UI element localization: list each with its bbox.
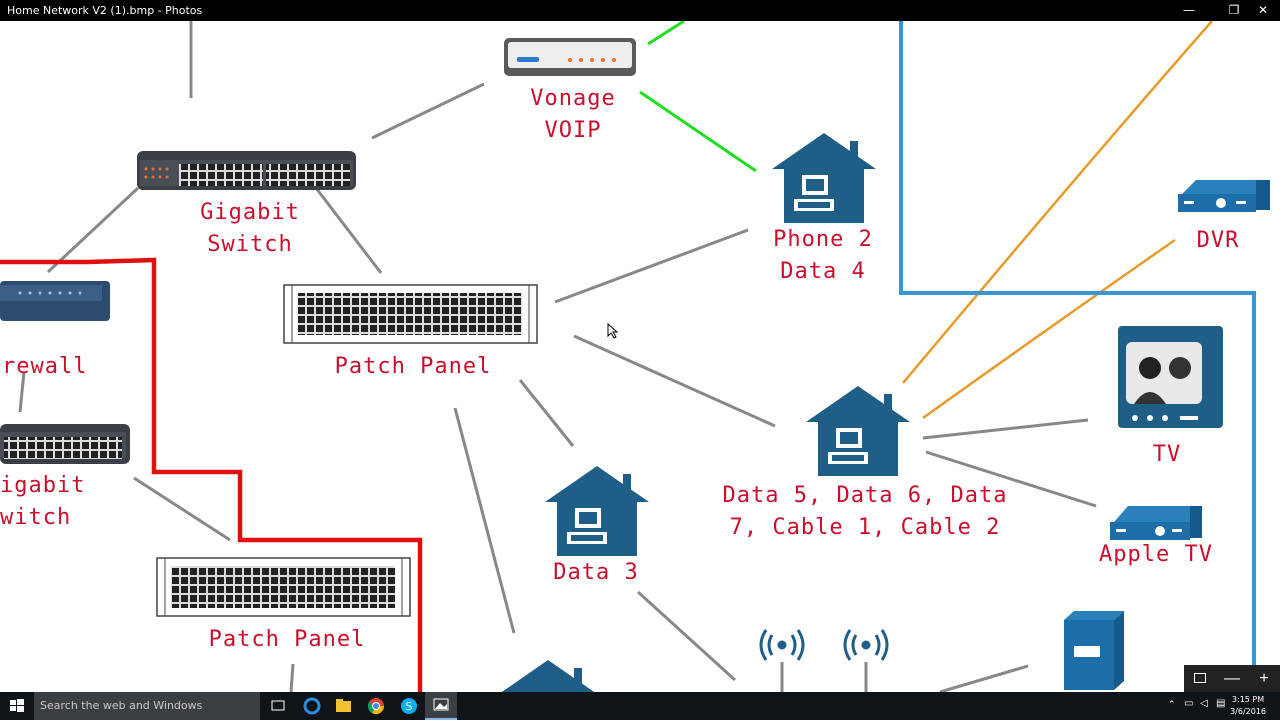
link-line xyxy=(939,664,1029,692)
network-diagram xyxy=(0,21,1270,692)
server-icon xyxy=(1064,611,1124,690)
vonage-device-icon xyxy=(504,38,636,76)
clock-time: 3:15 PM xyxy=(1231,695,1265,704)
firewall-icon xyxy=(0,281,110,321)
link-line xyxy=(46,186,140,274)
mouse-cursor-icon xyxy=(607,323,619,339)
svg-text:S: S xyxy=(406,700,413,713)
link-line xyxy=(371,82,485,140)
phone2-data4-label: Phone 2 Data 4 xyxy=(773,227,873,284)
link-line xyxy=(573,334,776,428)
link-line xyxy=(453,407,516,634)
tv-label: TV xyxy=(1152,442,1182,467)
image-viewer[interactable]: Vonage VOIP Gigabit Switch Phone 2 Data … xyxy=(0,21,1280,692)
patch-panel-bottom-label: Patch Panel xyxy=(208,627,366,652)
link-line xyxy=(925,450,1097,508)
clock-date: 3/6/2016 xyxy=(1230,707,1266,716)
data3-label: Data 3 xyxy=(553,560,639,585)
blue-cable-line xyxy=(899,21,1256,692)
fit-icon[interactable] xyxy=(1184,665,1216,692)
link-line xyxy=(314,187,383,274)
firewall-label: rewall xyxy=(2,354,88,379)
message-icon[interactable]: ▤ xyxy=(1216,698,1226,709)
zoom-in-icon[interactable]: + xyxy=(1259,670,1269,687)
data-group-label: Data 5, Data 6, Data 7, Cable 1, Cable 2 xyxy=(722,483,1008,540)
zoom-controls: — + xyxy=(1184,665,1280,692)
clock[interactable]: 3:15 PM 3/6/2016 xyxy=(1230,694,1266,718)
patch-panel-top-label: Patch Panel xyxy=(334,354,492,379)
link-line xyxy=(133,476,231,542)
link-line xyxy=(636,590,737,682)
gigabit-switch-icon xyxy=(137,151,356,190)
link-line xyxy=(289,663,295,692)
gigabit-switch-left-label: igabit witch xyxy=(0,473,86,530)
chrome-icon[interactable] xyxy=(360,692,392,720)
dvr-icon xyxy=(1178,180,1270,212)
skype-icon[interactable]: S xyxy=(393,692,425,720)
volume-icon[interactable]: ◁ xyxy=(1200,698,1208,709)
file-explorer-icon[interactable] xyxy=(327,692,359,720)
search-box[interactable]: Search the web and Windows xyxy=(34,692,260,720)
title-bar: Home Network V2 (1).bmp - Photos — ❐ ✕ xyxy=(0,0,1280,21)
patch-panel-icon xyxy=(283,284,538,344)
taskbar: Search the web and Windows S ⌃ ▭ ◁ ▤ 3:1… xyxy=(0,692,1280,720)
link-line xyxy=(922,418,1089,440)
zoom-out-icon[interactable]: — xyxy=(1224,670,1240,687)
restore-button[interactable]: ❐ xyxy=(1228,3,1240,17)
link-line xyxy=(554,228,749,304)
wireless-icon xyxy=(759,629,805,661)
voip-line xyxy=(639,90,757,173)
search-placeholder: Search the web and Windows xyxy=(40,699,203,712)
patch-panel-icon xyxy=(156,557,411,617)
tray-chevron-icon[interactable]: ⌃ xyxy=(1168,699,1176,709)
network-icon[interactable]: ▭ xyxy=(1184,698,1194,709)
link-line xyxy=(518,379,575,447)
window-title: Home Network V2 (1).bmp - Photos xyxy=(7,4,203,17)
gigabit-switch-icon xyxy=(0,424,130,464)
vonage-voip-label: Vonage VOIP xyxy=(530,86,616,143)
red-cable-line xyxy=(0,257,423,692)
start-button[interactable] xyxy=(0,692,34,720)
tv-icon xyxy=(1118,326,1223,428)
wireless-icon xyxy=(843,629,889,661)
close-button[interactable]: ✕ xyxy=(1257,3,1269,17)
apple-tv-label: Apple TV xyxy=(1099,542,1213,567)
house-icon xyxy=(545,466,649,556)
coax-line xyxy=(902,21,1213,384)
link-line xyxy=(18,371,26,413)
apple-tv-icon xyxy=(1110,506,1202,540)
house-icon xyxy=(496,660,600,692)
task-view-icon[interactable] xyxy=(262,692,294,720)
voip-line xyxy=(647,21,685,46)
photos-icon[interactable] xyxy=(425,692,457,720)
gigabit-switch-top-label: Gigabit Switch xyxy=(200,200,300,257)
minimize-button[interactable]: — xyxy=(1183,3,1195,17)
edge-icon[interactable] xyxy=(296,692,328,720)
house-icon xyxy=(806,386,910,476)
dvr-label: DVR xyxy=(1196,228,1240,253)
coax-line xyxy=(922,238,1176,420)
house-icon xyxy=(772,133,876,223)
